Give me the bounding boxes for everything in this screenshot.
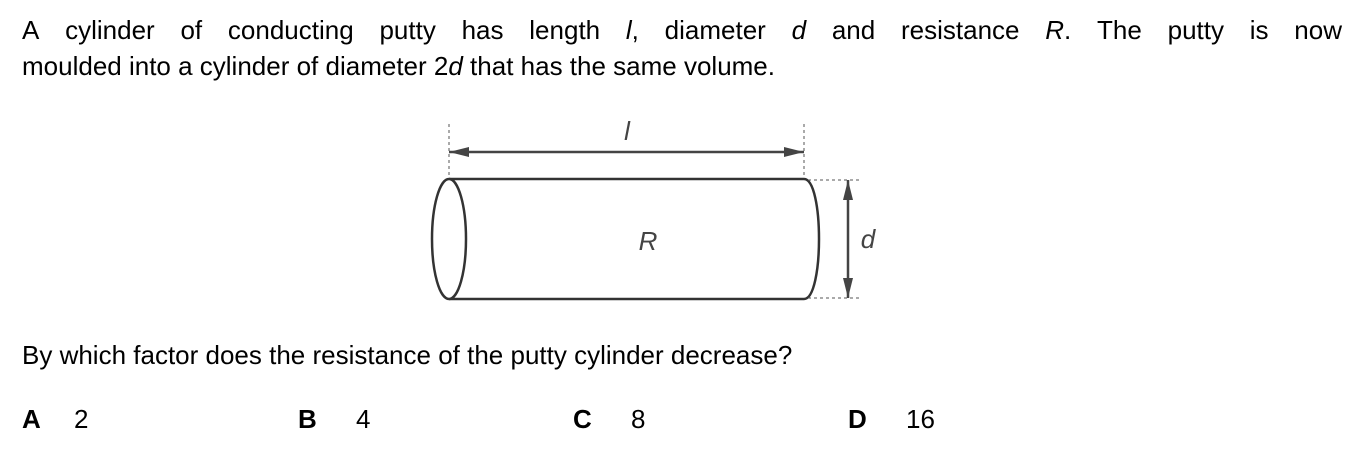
stem-word: length: [529, 15, 601, 45]
stem-word: and: [831, 15, 876, 45]
stem-word-R: R.: [1045, 12, 1071, 48]
stem-word: The: [1097, 15, 1142, 45]
resistance-label: R: [639, 226, 658, 256]
variable-R: R: [1045, 15, 1065, 45]
option-letter: D: [848, 404, 867, 434]
stem-word: diameter: [664, 15, 766, 45]
stem-word: now: [1294, 15, 1342, 45]
variable-l: l: [625, 15, 632, 45]
option-letter: A: [22, 404, 41, 434]
option-value: 8: [631, 404, 646, 434]
variable-2d: d: [448, 51, 463, 81]
stem-line-2: moulded into a cylinder of diameter 2d t…: [22, 48, 1342, 84]
stem-line-1: A cylinder of conducting putty has lengt…: [22, 12, 1342, 48]
stem-text: that has the same volume.: [462, 51, 775, 81]
stem-word: is: [1249, 15, 1269, 45]
period: .: [1064, 15, 1072, 45]
cylinder-body: [449, 177, 821, 301]
stem-word: resistance: [900, 15, 1020, 45]
variable-d: d: [791, 15, 807, 45]
option-value: 4: [356, 404, 371, 434]
question-text: By which factor does the resistance of t…: [22, 340, 793, 370]
stem-word: putty: [1167, 15, 1224, 45]
comma: ,: [631, 15, 639, 45]
length-label: l: [624, 116, 631, 146]
stem-word: conducting: [227, 15, 354, 45]
stem-text: moulded into a cylinder of diameter 2: [22, 51, 449, 81]
cylinder-end-face: [430, 177, 468, 301]
option-letter: B: [298, 404, 317, 434]
stem-word: of: [180, 15, 203, 45]
option-d[interactable]: D 16: [848, 402, 935, 436]
diameter-label: d: [861, 224, 877, 254]
stem-word: putty: [379, 15, 436, 45]
stem-word: cylinder: [65, 15, 155, 45]
question-stem: A cylinder of conducting putty has lengt…: [22, 12, 1342, 84]
stem-word-l: l,: [626, 12, 639, 48]
option-value: 2: [74, 404, 89, 434]
stem-word: has: [461, 15, 504, 45]
option-value: 16: [906, 404, 935, 434]
stem-word: A: [22, 15, 40, 45]
option-letter: C: [573, 404, 592, 434]
